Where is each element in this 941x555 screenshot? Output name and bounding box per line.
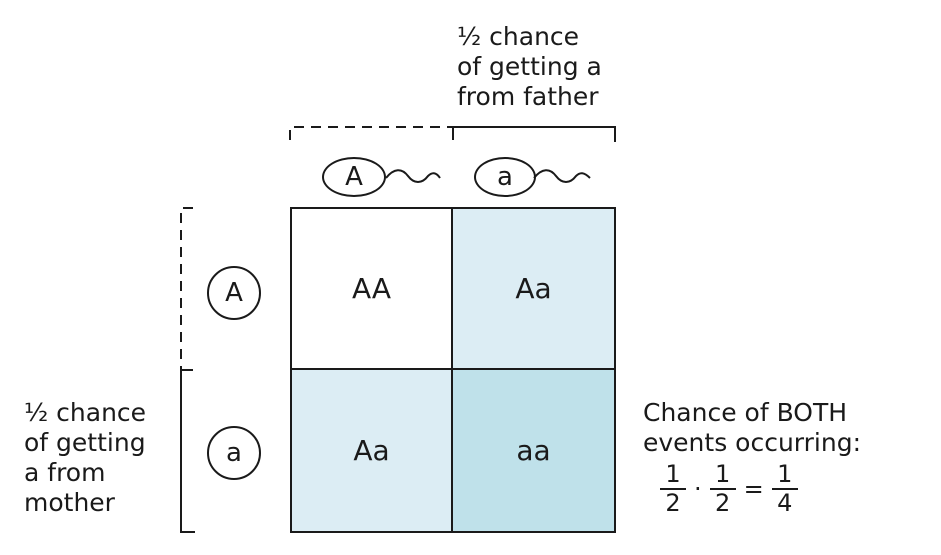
- cell-AA: AA: [292, 209, 453, 370]
- both-note-line-1: Chance of BOTH: [643, 398, 848, 427]
- fraction-quarter-denominator: 4: [777, 489, 793, 517]
- fraction-bar: [709, 488, 736, 490]
- both-events-note: Chance of BOTH events occurring:: [643, 398, 861, 458]
- father-note-line-1: ½ chance: [457, 22, 580, 51]
- father-allele-A: A: [322, 157, 386, 197]
- fraction-half-2-denominator: 2: [715, 489, 731, 517]
- fraction-half-1-denominator: 2: [665, 489, 681, 517]
- mother-bracket-dashed: [180, 207, 193, 370]
- fraction-bar: [771, 488, 798, 490]
- cell-Aa-top: Aa: [453, 209, 614, 370]
- mother-note-line-2: of getting: [24, 428, 146, 457]
- mother-allele-a: a: [207, 426, 261, 480]
- equals-operator: =: [743, 474, 764, 503]
- father-allele-a: a: [474, 157, 536, 197]
- both-note-line-2: events occurring:: [643, 428, 862, 457]
- father-bracket-dashed: [289, 126, 453, 140]
- mother-allele-a-label: a: [226, 438, 242, 468]
- mother-allele-A-label: A: [225, 278, 243, 308]
- fraction-half-2: 1 2: [709, 460, 736, 517]
- cell-aa-label: aa: [516, 434, 551, 467]
- father-note-line-3: from father: [457, 82, 599, 111]
- sperm-tail-A: [385, 169, 441, 183]
- mother-chance-note: ½ chance of getting a from mother: [24, 398, 146, 518]
- sperm-tail-a: [533, 169, 591, 183]
- father-note-line-2: of getting a: [457, 52, 602, 81]
- multiply-operator: ·: [694, 474, 702, 503]
- mother-bracket-solid: [180, 369, 195, 533]
- father-allele-a-label: a: [497, 162, 513, 192]
- mother-note-line-4: mother: [24, 488, 115, 517]
- fraction-quarter: 1 4: [771, 460, 798, 517]
- probability-equation: 1 2 · 1 2 = 1 4: [660, 462, 798, 515]
- father-bracket-solid: [452, 126, 616, 142]
- cell-aa: aa: [453, 370, 614, 531]
- cell-Aa-bottom: Aa: [292, 370, 453, 531]
- fraction-half-2-numerator: 1: [715, 460, 731, 488]
- mother-note-line-3: a from: [24, 458, 106, 487]
- cell-AA-label: AA: [351, 272, 392, 305]
- father-allele-A-label: A: [345, 162, 363, 192]
- cell-Aa-bottom-label: Aa: [353, 434, 390, 467]
- fraction-half-1-numerator: 1: [665, 460, 681, 488]
- mother-note-line-1: ½ chance: [24, 398, 147, 427]
- fraction-half-1: 1 2: [660, 462, 686, 515]
- fraction-quarter-numerator: 1: [777, 460, 793, 488]
- mother-allele-A: A: [207, 266, 261, 320]
- father-chance-note: ½ chance of getting a from father: [457, 22, 602, 112]
- cell-Aa-top-label: Aa: [515, 272, 552, 305]
- fraction-bar: [660, 488, 686, 490]
- punnett-square: AA Aa Aa aa: [290, 207, 616, 533]
